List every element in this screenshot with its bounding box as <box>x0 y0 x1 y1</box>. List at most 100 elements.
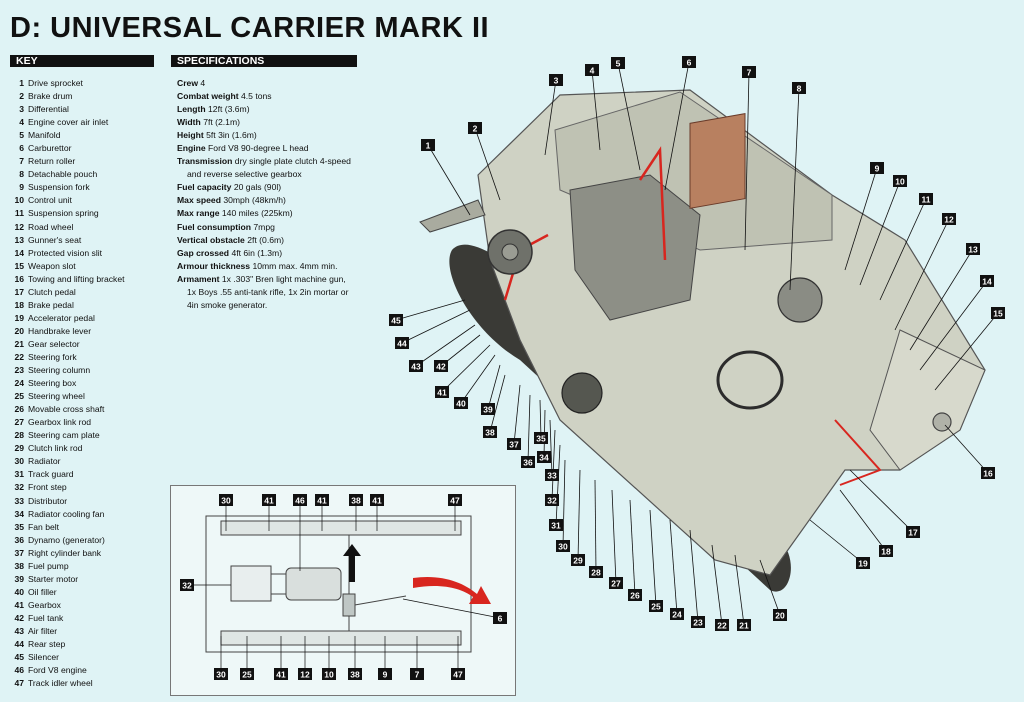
key-number: 15 <box>14 260 24 271</box>
spec-value: 5ft 3in (1.6m) <box>206 130 257 141</box>
callout-number: 10 <box>324 670 334 680</box>
key-number: 1 <box>19 78 24 88</box>
steering-link <box>348 595 407 607</box>
callout-leader-line <box>809 519 864 564</box>
callout-label: 40 <box>454 397 468 409</box>
key-label: Fan belt <box>28 521 60 532</box>
callout-leader-line <box>734 554 745 626</box>
key-label: Steering box <box>28 378 77 389</box>
callout-leader-line <box>551 429 556 501</box>
key-number: 2 <box>19 91 24 102</box>
callout-leader-line <box>487 364 501 410</box>
key-label: Manifold <box>28 130 61 141</box>
callout-label: 6 <box>493 612 507 624</box>
callout-number: 23 <box>693 618 703 628</box>
spec-value: 1x .303" Bren light machine gun, <box>221 273 346 284</box>
callout-number: 6 <box>498 614 503 624</box>
key-item: 43 Air filter <box>8 625 158 638</box>
callout-label: 35 <box>534 432 548 444</box>
callout-label: 19 <box>856 557 870 569</box>
key-number: 47 <box>14 678 24 689</box>
callout-number: 29 <box>573 556 583 566</box>
callout-label: 18 <box>879 545 893 557</box>
callout-label: 30 <box>219 494 233 506</box>
callout-label: 9 <box>378 668 392 680</box>
spec-label: Gap crossed <box>177 247 230 258</box>
key-number: 17 <box>14 286 24 297</box>
callout-number: 1 <box>426 141 431 151</box>
key-label: Control unit <box>28 195 72 206</box>
callout-number: 41 <box>372 496 382 506</box>
callout-number: 41 <box>264 496 274 506</box>
key-number: 5 <box>19 130 24 141</box>
spec-item: Engine Ford V8 90-degree L head <box>177 142 377 155</box>
key-number: 40 <box>14 586 24 597</box>
key-label: Clutch pedal <box>28 286 76 297</box>
callout-number: 25 <box>651 602 661 612</box>
callout-number: 15 <box>993 309 1003 319</box>
key-label: Engine cover air inlet <box>28 117 109 128</box>
callout-number: 12 <box>300 670 310 680</box>
callout-label: 38 <box>348 668 362 680</box>
callout-label: 41 <box>315 494 329 506</box>
callout-number: 16 <box>983 469 993 479</box>
key-label: Gear selector <box>28 338 80 349</box>
callout-label: 3 <box>549 74 563 86</box>
key-label: Road wheel <box>28 221 74 232</box>
callout-number: 45 <box>391 316 401 326</box>
direction-arrow-icon <box>413 576 491 604</box>
key-label: Front step <box>28 482 67 493</box>
callout-label: 47 <box>448 494 462 506</box>
callout-label: 36 <box>521 456 535 468</box>
callout-label: 47 <box>451 668 465 680</box>
rear-step <box>419 199 486 233</box>
callout-label: 33 <box>545 469 559 481</box>
callout-leader-line <box>849 469 914 533</box>
callout-number: 43 <box>411 362 421 372</box>
callout-label: 27 <box>609 577 623 589</box>
key-label: Towing and lifting bracket <box>28 273 125 284</box>
key-number: 43 <box>14 625 24 636</box>
callout-number: 9 <box>875 164 880 174</box>
callout-leader-line <box>944 424 989 474</box>
callout-label: 41 <box>262 494 276 506</box>
callout-label: 11 <box>919 193 933 205</box>
callout-number: 38 <box>485 428 495 438</box>
key-number: 45 <box>14 652 24 663</box>
key-number: 39 <box>14 573 24 584</box>
callout-label: 12 <box>298 668 312 680</box>
callout-label: 4 <box>585 64 599 76</box>
callout-label: 20 <box>773 609 787 621</box>
upper-track <box>220 520 462 536</box>
spec-label: Vertical obstacle <box>177 234 245 245</box>
spec-item: Width 7ft (2.1m) <box>177 116 377 129</box>
callout-label: 31 <box>549 519 563 531</box>
key-label: Dynamo (generator) <box>28 534 105 545</box>
key-number: 31 <box>14 469 24 480</box>
spec-item: Combat weight 4.5 tons <box>177 90 377 103</box>
key-label: Air filter <box>28 625 58 636</box>
callout-leader-line <box>402 598 501 619</box>
spec-value: and reverse selective gearbox <box>187 169 302 180</box>
callout-number: 4 <box>590 66 595 76</box>
key-label: Rear step <box>28 639 66 650</box>
specifications-header: SPECIFICATIONS <box>171 55 357 67</box>
callout-label: 7 <box>410 668 424 680</box>
callout-number: 35 <box>536 434 546 444</box>
key-number: 13 <box>14 234 24 245</box>
callout-label: 21 <box>737 619 751 631</box>
